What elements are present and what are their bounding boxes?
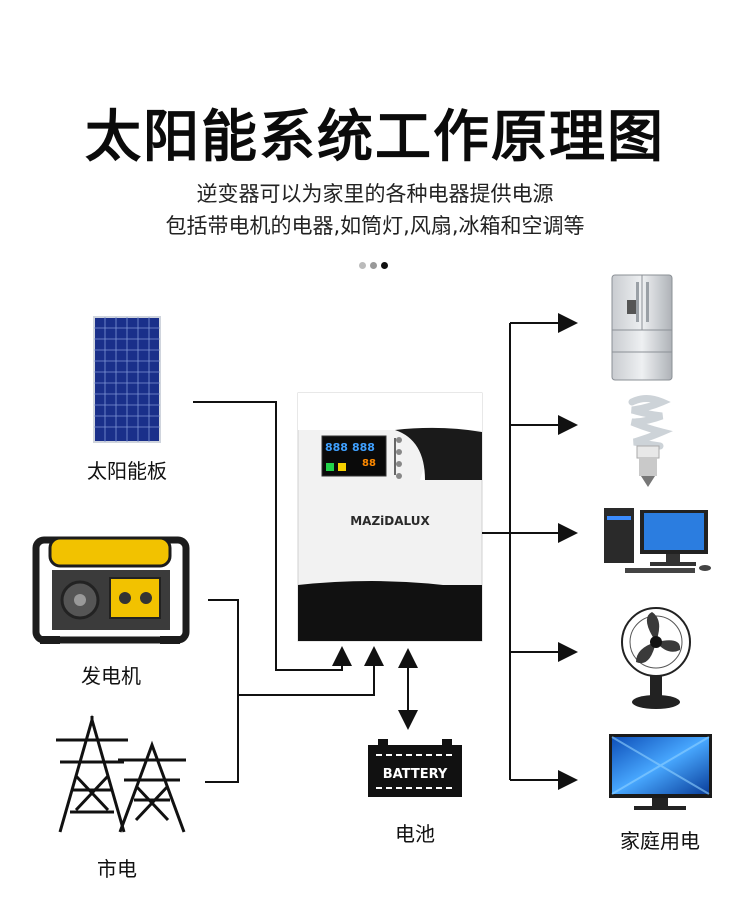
generator-icon (32, 536, 190, 644)
bulb-icon (628, 395, 673, 487)
lcd-bulb-indicator (338, 463, 346, 471)
battery-unit-label: BATTERY (383, 767, 448, 782)
lcd-digits-small: 88 (362, 458, 376, 469)
solar-panel-icon (93, 316, 161, 443)
refrigerator-icon (611, 274, 673, 381)
subtitle-line-2: 包括带电机的电器,如筒灯,风扇,冰箱和空调等 (165, 214, 585, 238)
input-wiring (193, 401, 384, 783)
lcd-solar-indicator (326, 463, 334, 471)
grid-power-label: 市电 (97, 857, 137, 881)
computer-icon (604, 508, 711, 573)
page-title: 太阳能系统工作原理图 (85, 105, 665, 170)
generator-label: 发电机 (81, 664, 141, 688)
pager-dot-1[interactable] (359, 262, 366, 269)
household-power-label: 家庭用电 (620, 829, 700, 853)
output-wiring (482, 313, 578, 790)
inverter-brand: MAZiDALUX (350, 514, 430, 528)
power-tower-icon (56, 714, 186, 833)
battery-icon (368, 739, 462, 797)
pager-dot-2[interactable] (370, 262, 377, 269)
pager-dot-3-active[interactable] (381, 262, 388, 269)
inverter-unit (297, 392, 483, 642)
tv-icon (609, 734, 712, 810)
subtitle-line-1: 逆变器可以为家里的各种电器提供电源 (196, 182, 554, 206)
lcd-digits-right: 888 (352, 441, 375, 454)
fan-icon (621, 607, 691, 709)
battery-label: 电池 (395, 822, 435, 846)
lcd-digits-left: 888 (325, 441, 348, 454)
solar-panel-label: 太阳能板 (87, 459, 167, 483)
